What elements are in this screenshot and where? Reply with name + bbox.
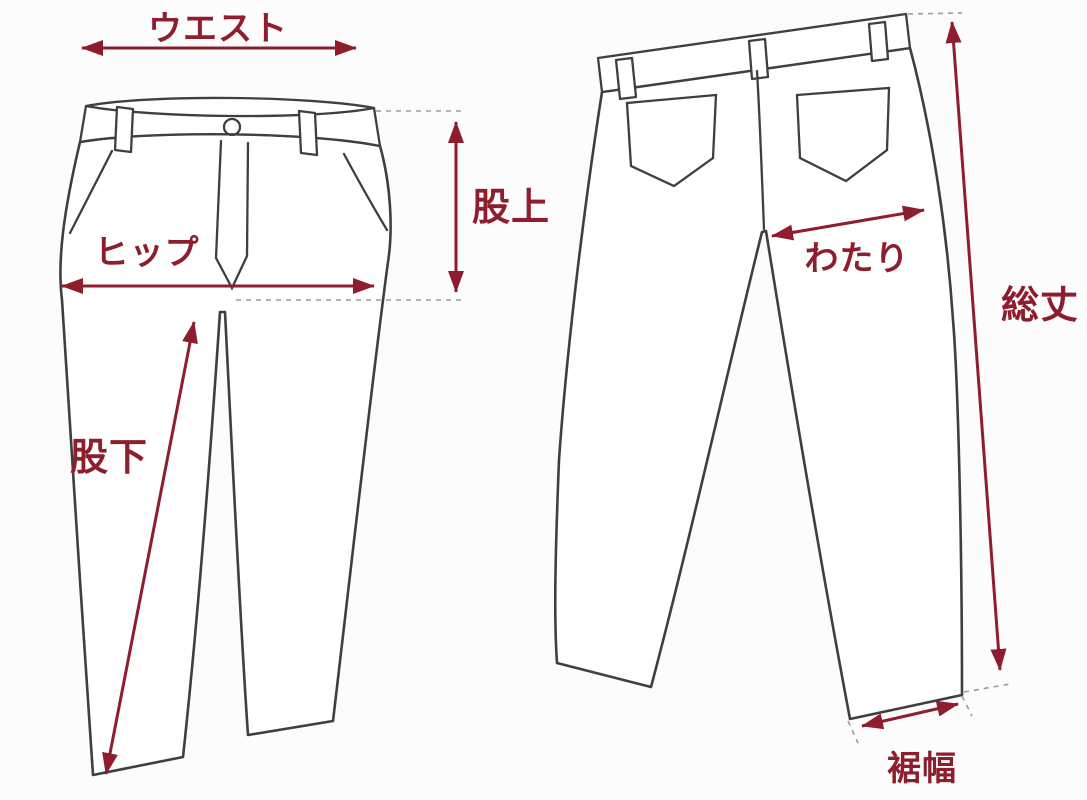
length-top-guide bbox=[907, 12, 963, 15]
back-pocket-left bbox=[625, 93, 718, 188]
front-view: ウエスト 股上 ヒップ 股下 bbox=[59, 9, 550, 777]
hem-guide-left bbox=[847, 720, 859, 744]
front-pocket-right bbox=[342, 152, 389, 232]
total-length-label: 総丈 bbox=[1001, 282, 1079, 327]
back-pocket-right bbox=[795, 86, 891, 183]
thigh-width-arrow bbox=[771, 205, 925, 241]
front-pocket-left bbox=[68, 149, 114, 235]
hem-width-arrow bbox=[861, 700, 959, 730]
waist-button-icon bbox=[222, 117, 242, 137]
inseam-arrow bbox=[102, 321, 198, 775]
belt-loop bbox=[867, 20, 890, 63]
belt-loop bbox=[614, 56, 638, 101]
belt-loop bbox=[747, 37, 770, 81]
belt-loop bbox=[297, 109, 319, 157]
rise-label: 股上 bbox=[472, 184, 550, 229]
belt-loop bbox=[113, 105, 135, 154]
waist-label: ウエスト bbox=[148, 9, 288, 49]
length-bottom-guide bbox=[963, 683, 1011, 693]
thigh-width-label: わたり bbox=[805, 239, 910, 279]
hem-guide-right bbox=[961, 695, 973, 717]
back-center-seam bbox=[755, 69, 766, 231]
front-waistband-inner-edge bbox=[84, 104, 376, 118]
total-length-arrow bbox=[945, 21, 1007, 671]
back-pants-outline bbox=[553, 46, 964, 721]
hip-label: ヒップ bbox=[95, 233, 200, 273]
inseam-label: 股下 bbox=[70, 434, 148, 479]
hem-width-label: 裾幅 bbox=[887, 749, 957, 789]
back-view: わたり 総丈 裾幅 bbox=[553, 12, 1079, 789]
